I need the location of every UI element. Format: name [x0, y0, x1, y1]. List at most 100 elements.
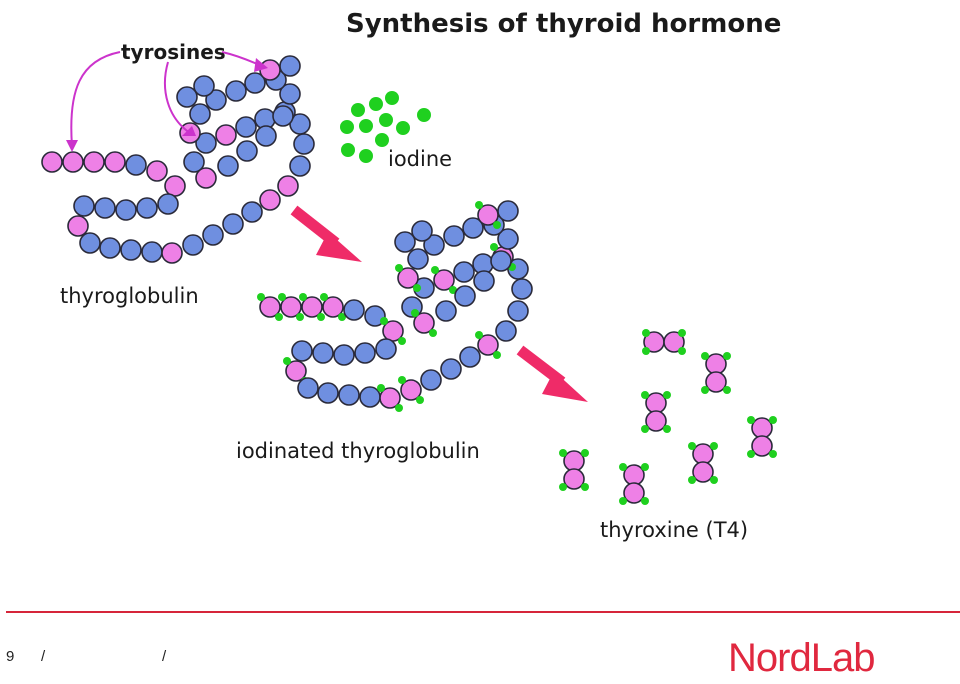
iodine-atom	[747, 450, 755, 458]
amino-acid-residue	[141, 241, 163, 263]
iodine-atom	[581, 449, 589, 457]
iodine-atom	[398, 337, 406, 345]
iodine-atom	[417, 108, 431, 122]
amino-acid-residue	[225, 80, 247, 102]
iodine-atom	[257, 293, 265, 301]
thyroxine-ring	[645, 410, 667, 432]
amino-acid-residue	[94, 197, 116, 219]
iodine-atom	[688, 476, 696, 484]
tyrosine-residue	[400, 379, 422, 401]
amino-acid-residue	[411, 220, 433, 242]
amino-acid-residue	[176, 86, 198, 108]
iodine-atom	[275, 313, 283, 321]
iodine-atom	[429, 329, 437, 337]
iodine-atom	[581, 483, 589, 491]
amino-acid-residue	[241, 201, 263, 223]
iodine-atom	[359, 149, 373, 163]
tyrosine-residue	[83, 151, 105, 173]
iodine-atom	[359, 119, 373, 133]
amino-acid-residue	[115, 199, 137, 221]
diagram-title: Synthesis of thyroid hormone	[346, 9, 781, 39]
iodine-label: iodine	[388, 147, 452, 171]
iodine-atom	[663, 425, 671, 433]
amino-acid-residue	[507, 300, 529, 322]
amino-acid-residue	[440, 358, 462, 380]
amino-acid-residue	[375, 338, 397, 360]
tyrosine-residue	[146, 160, 168, 182]
iodine-atom	[723, 386, 731, 394]
amino-acid-residue	[453, 261, 475, 283]
tyrosine-residue	[280, 296, 302, 318]
iodine-atom	[678, 347, 686, 355]
amino-acid-residue	[193, 75, 215, 97]
iodine-atom	[411, 309, 419, 317]
iodine-atom	[379, 113, 393, 127]
amino-acid-residue	[312, 342, 334, 364]
thyroxine-molecules	[559, 329, 777, 505]
iodine-atom	[380, 317, 388, 325]
tyrosine-residue	[215, 124, 237, 146]
amino-acid-residue	[459, 346, 481, 368]
footer-separator: /	[41, 648, 46, 665]
amino-acid-residue	[136, 197, 158, 219]
amino-acid-residue	[423, 234, 445, 256]
iodine-atom	[701, 386, 709, 394]
thyroxine-ring	[692, 443, 714, 465]
amino-acid-residue	[279, 55, 301, 77]
thyroxine-ring	[663, 331, 685, 353]
process-arrow-2	[516, 345, 588, 402]
iodinated-thyroglobulin-label: iodinated thyroglobulin	[236, 439, 480, 463]
amino-acid-residue	[333, 344, 355, 366]
thyroglobulin-chain	[41, 55, 315, 264]
tyrosine-residue	[301, 296, 323, 318]
amino-acid-residue	[79, 232, 101, 254]
amino-acid-residue	[490, 250, 512, 272]
iodine-atom	[641, 391, 649, 399]
tyrosine-residue	[104, 151, 126, 173]
amino-acid-residue	[435, 300, 457, 322]
amino-acid-residue	[205, 89, 227, 111]
amino-acid-residue	[293, 133, 315, 155]
iodine-atom	[747, 416, 755, 424]
iodine-atom	[299, 293, 307, 301]
nordlab-logo: NordLab	[728, 636, 875, 680]
amino-acid-residue	[359, 386, 381, 408]
amino-acid-residue	[297, 377, 319, 399]
iodine-atom	[769, 450, 777, 458]
amino-acid-residue	[443, 225, 465, 247]
iodine-atom	[493, 351, 501, 359]
tyrosine-residue	[379, 387, 401, 409]
tyrosine-residue	[433, 269, 455, 291]
iodine-atom	[296, 313, 304, 321]
iodine-atom	[338, 313, 346, 321]
iodine-atom	[375, 133, 389, 147]
thyroxine-label: thyroxine (T4)	[600, 518, 748, 542]
iodine-atom	[369, 97, 383, 111]
tyrosine-residue	[259, 296, 281, 318]
amino-acid-residue	[195, 132, 217, 154]
amino-acid-residue	[279, 83, 301, 105]
amino-acid-residue	[272, 105, 294, 127]
amino-acid-residue	[420, 369, 442, 391]
iodine-atom	[701, 352, 709, 360]
thyroxine-ring	[623, 464, 645, 486]
thyroglobulin-label: thyroglobulin	[60, 284, 199, 308]
iodine-atom	[619, 497, 627, 505]
amino-acid-residue	[495, 320, 517, 342]
thyroxine-ring	[751, 435, 773, 457]
amino-acid-residue	[394, 231, 416, 253]
footer-divider	[6, 611, 960, 613]
iodine-atom	[431, 266, 439, 274]
iodine-atom	[340, 120, 354, 134]
amino-acid-residue	[511, 278, 533, 300]
iodine-atom	[642, 347, 650, 355]
iodine-atom	[341, 143, 355, 157]
thyroxine-ring	[563, 468, 585, 490]
amino-acid-residue	[182, 234, 204, 256]
amino-acid-residue	[497, 200, 519, 222]
tyrosine-residue	[413, 312, 435, 334]
thyroxine-ring	[692, 461, 714, 483]
thyroid-synthesis-diagram: Synthesis of thyroid hormone tyrosines i…	[41, 9, 781, 542]
iodine-atom	[416, 396, 424, 404]
tyrosines-pointer-arrows	[66, 51, 268, 152]
